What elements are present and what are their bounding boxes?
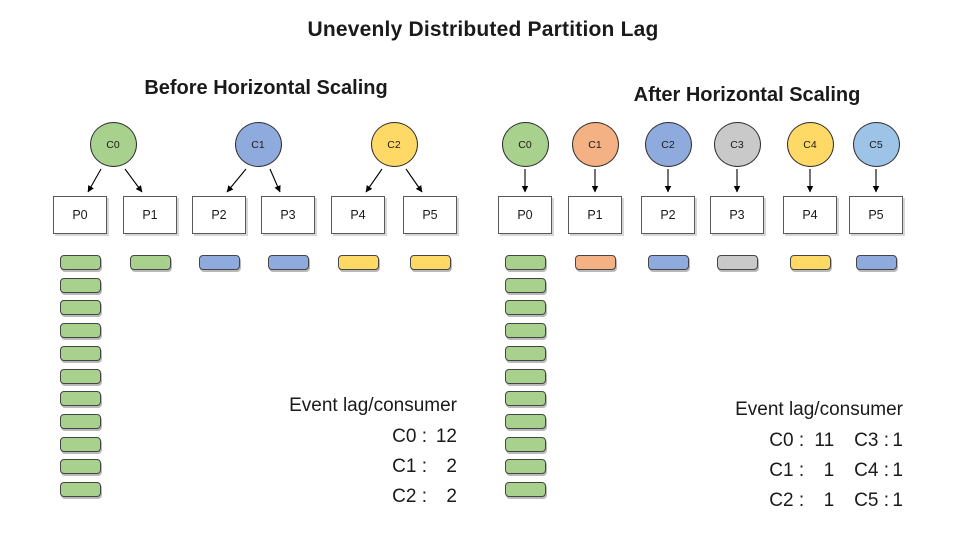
summary-consumer-label: C1 : xyxy=(392,456,427,477)
summary-consumer-label: C0 : xyxy=(769,430,805,451)
assignment-arrow xyxy=(269,168,281,193)
before-lag-event-p0 xyxy=(59,278,101,293)
after-partition-p5: P5 xyxy=(849,196,903,234)
after-partition-p3: P3 xyxy=(710,196,764,234)
summary-consumer-label: C3 : xyxy=(854,430,889,451)
before-consumer-c0: C0 xyxy=(89,122,137,167)
after-lag-event-p2 xyxy=(647,255,689,270)
after-consumer-c2: C2 xyxy=(644,122,692,167)
after-lag-event-p0 xyxy=(504,346,546,361)
after-lag-event-p0 xyxy=(504,255,546,270)
summary-lag-value: 2 xyxy=(446,456,457,477)
summary-lag-value: 2 xyxy=(446,486,457,507)
after-consumer-c5: C5 xyxy=(852,122,900,167)
summary-lag-value: 1 xyxy=(892,460,903,481)
before-lag-event-p3 xyxy=(267,255,309,270)
assignment-arrow xyxy=(365,168,383,193)
before-lag-event-p0 xyxy=(59,459,101,474)
assignment-arrow xyxy=(124,168,143,193)
before-lag-event-p1 xyxy=(129,255,171,270)
after-summary-title: Event lag/consumer xyxy=(735,399,903,420)
summary-lag-value: 11 xyxy=(814,430,835,451)
before-summary-rows: C0 : 12 C1 : 2 C2 : 2 xyxy=(289,422,457,512)
before-lag-event-p0 xyxy=(59,437,101,452)
after-summary-row: C0 : 11 C3 :1 xyxy=(735,426,903,456)
before-summary-row: C1 : 2 xyxy=(289,452,457,482)
before-partition-p2: P2 xyxy=(192,196,246,234)
after-partition-p0: P0 xyxy=(498,196,552,234)
after-lag-event-p0 xyxy=(504,300,546,315)
after-lag-event-p3 xyxy=(716,255,758,270)
before-partition-p4: P4 xyxy=(331,196,385,234)
after-heading: After Horizontal Scaling xyxy=(633,84,861,106)
after-lag-event-p0 xyxy=(504,369,546,384)
after-lag-event-p5 xyxy=(855,255,897,270)
assignment-arrow xyxy=(87,168,102,193)
summary-lag-value: 1 xyxy=(892,430,903,451)
before-summary-row: C2 : 2 xyxy=(289,482,457,512)
before-lag-event-p4 xyxy=(337,255,379,270)
after-lag-event-p0 xyxy=(504,482,546,497)
after-consumer-c3: C3 xyxy=(713,122,761,167)
before-partition-p5: P5 xyxy=(403,196,457,234)
summary-lag-value: 12 xyxy=(435,426,457,447)
before-lag-event-p0 xyxy=(59,391,101,406)
after-lag-event-p0 xyxy=(504,323,546,338)
after-lag-event-p0 xyxy=(504,414,546,429)
before-partition-p3: P3 xyxy=(261,196,315,234)
before-lag-event-p0 xyxy=(59,369,101,384)
assignment-arrow xyxy=(226,168,247,193)
summary-lag-value: 1 xyxy=(823,490,835,511)
diagram-title: Unevenly Distributed Partition Lag xyxy=(307,18,659,41)
before-consumer-c2: C2 xyxy=(370,122,418,167)
before-lag-event-p0 xyxy=(59,300,101,315)
before-lag-event-p0 xyxy=(59,323,101,338)
before-lag-event-p0 xyxy=(59,414,101,429)
after-consumer-c1: C1 xyxy=(571,122,619,167)
after-lag-event-p0 xyxy=(504,278,546,293)
after-partition-p1: P1 xyxy=(568,196,622,234)
before-partition-p1: P1 xyxy=(123,196,177,234)
summary-consumer-label: C1 : xyxy=(769,460,805,481)
before-lag-event-p0 xyxy=(59,482,101,497)
before-lag-event-p0 xyxy=(59,255,101,270)
before-lag-summary: Event lag/consumer C0 : 12 C1 : 2 C2 : 2 xyxy=(289,393,457,512)
before-summary-title: Event lag/consumer xyxy=(289,395,457,416)
before-partition-p0: P0 xyxy=(53,196,107,234)
summary-consumer-label: C2 : xyxy=(769,490,805,511)
before-heading: Before Horizontal Scaling xyxy=(144,77,388,99)
summary-lag-value: 1 xyxy=(823,460,835,481)
summary-consumer-label: C2 : xyxy=(392,486,427,507)
after-lag-event-p0 xyxy=(504,459,546,474)
summary-consumer-label: C5 : xyxy=(854,490,889,511)
before-consumer-c1: C1 xyxy=(234,122,282,167)
after-consumer-c4: C4 xyxy=(786,122,834,167)
after-lag-event-p1 xyxy=(574,255,616,270)
after-lag-event-p0 xyxy=(504,437,546,452)
before-lag-event-p5 xyxy=(409,255,451,270)
after-consumer-c0: C0 xyxy=(501,122,549,167)
after-lag-event-p0 xyxy=(504,391,546,406)
summary-consumer-label: C0 : xyxy=(392,426,427,447)
before-summary-row: C0 : 12 xyxy=(289,422,457,452)
after-partition-p2: P2 xyxy=(641,196,695,234)
before-lag-event-p0 xyxy=(59,346,101,361)
before-lag-event-p2 xyxy=(198,255,240,270)
assignment-arrow xyxy=(405,168,423,193)
after-partition-p4: P4 xyxy=(783,196,837,234)
summary-consumer-label: C4 : xyxy=(854,460,889,481)
summary-lag-value: 1 xyxy=(892,490,903,511)
after-lag-event-p4 xyxy=(789,255,831,270)
